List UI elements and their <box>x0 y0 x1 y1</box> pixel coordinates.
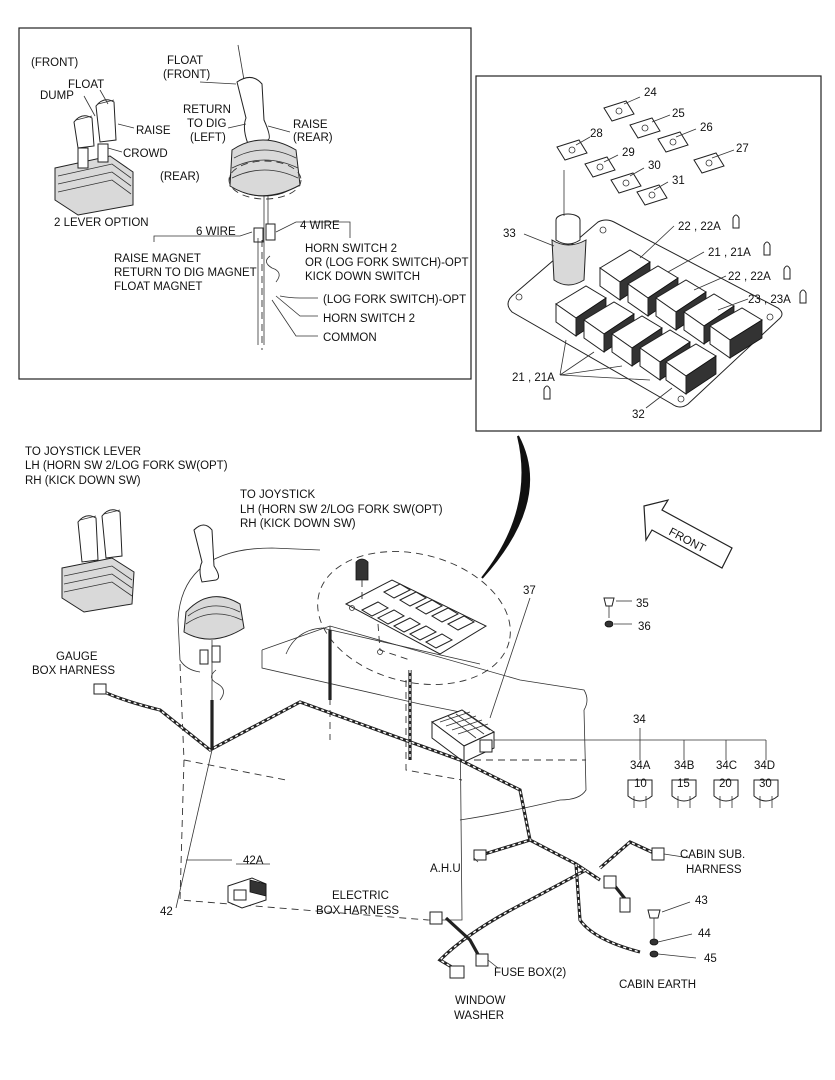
two-lever-drawing <box>54 99 134 216</box>
dump-label: DUMP <box>40 90 74 102</box>
label-29: 29 <box>622 147 635 159</box>
to-joystick-label-3: RH (KICK DOWN SW) <box>240 518 356 530</box>
label-34d: 34D <box>754 760 775 772</box>
label-31: 31 <box>672 175 685 187</box>
label-36: 36 <box>638 621 651 633</box>
label-37: 37 <box>523 585 536 597</box>
front-label: (FRONT) <box>31 57 78 69</box>
raise-label: RAISE <box>136 125 171 137</box>
main-switch-panel <box>344 558 488 661</box>
cabin-earth-hardware <box>647 901 697 959</box>
cabin-sub-harness-label-2: HARNESS <box>686 864 742 876</box>
label-26: 26 <box>700 122 713 134</box>
bulb-icons <box>543 214 807 400</box>
horn-switch-2-or-log-fork-2: OR (LOG FORK SWITCH)-OPT <box>305 257 469 269</box>
label-25: 25 <box>672 108 685 120</box>
window-washer-label-2: WASHER <box>454 1010 504 1022</box>
fuse-rating-34b: 15 <box>677 778 690 790</box>
rocker-switch-grid <box>555 249 763 395</box>
screw-35-washer-36 <box>603 597 632 628</box>
front-arrow: FRONT <box>643 499 733 569</box>
main-assembly <box>61 509 779 979</box>
two-lever-joystick <box>61 509 135 613</box>
horn-switch-2-label: HORN SWITCH 2 <box>323 313 415 325</box>
label-42: 42 <box>160 906 173 918</box>
two-lever-option-label: 2 LEVER OPTION <box>54 217 149 229</box>
return-dig-label-2: TO DIG <box>187 118 226 130</box>
label-28: 28 <box>590 128 603 140</box>
electric-box-harness-label-1: ELECTRIC <box>332 890 389 902</box>
cabin-earth-label: CABIN EARTH <box>619 979 696 991</box>
raise-rear-label-2: (REAR) <box>293 132 333 144</box>
label-21-21a-top: 21 , 21A <box>708 247 751 259</box>
rotary-switch-33 <box>551 170 587 286</box>
label-34a: 34A <box>630 760 651 772</box>
to-joystick-lever-label-3: RH (KICK DOWN SW) <box>25 475 141 487</box>
to-joystick-lever-label-1: TO JOYSTICK LEVER <box>25 446 141 458</box>
label-35: 35 <box>636 598 649 610</box>
connector-42a <box>227 863 270 909</box>
horn-switch-2-or-log-fork-1: HORN SWITCH 2 <box>305 243 397 255</box>
fuse-group-34 <box>494 728 779 808</box>
crowd-label: CROWD <box>123 148 168 160</box>
label-34c: 34C <box>716 760 737 772</box>
window-washer-label-1: WINDOW <box>455 995 506 1007</box>
electric-box-harness-label-2: BOX HARNESS <box>316 905 399 917</box>
switch-panel-inset: 24 25 26 27 28 29 30 31 33 22 , 22A 21 ,… <box>475 75 822 432</box>
float-front-label-1: FLOAT <box>167 55 203 67</box>
ahu-label: A.H.U <box>430 863 461 875</box>
rear-label: (REAR) <box>160 171 200 183</box>
gauge-box-harness-label-2: BOX HARNESS <box>32 665 115 677</box>
label-32: 32 <box>632 409 645 421</box>
joystick-inset-panel: (FRONT) FLOAT DUMP RAISE CROWD (REAR) 2 … <box>18 27 472 380</box>
switch-caps <box>556 100 725 206</box>
to-joystick-label-1: TO JOYSTICK <box>240 489 316 501</box>
label-34: 34 <box>633 714 646 726</box>
label-27: 27 <box>736 143 749 155</box>
fuse-box-2-label: FUSE BOX(2) <box>494 967 566 979</box>
detail-callout-arrow <box>481 435 531 579</box>
fuse-rating-34d: 30 <box>759 778 772 790</box>
label-24: 24 <box>644 87 657 99</box>
kick-down-switch-label: KICK DOWN SWITCH <box>305 271 420 283</box>
common-label: COMMON <box>323 332 377 344</box>
to-joystick-lever-label-2: LH (HORN SW 2/LOG FORK SW(OPT) <box>25 460 228 472</box>
float-front-label-2: (FRONT) <box>163 69 210 81</box>
label-30: 30 <box>648 160 661 172</box>
raise-rear-label-1: RAISE <box>293 119 328 131</box>
to-joystick-label-2: LH (HORN SW 2/LOG FORK SW(OPT) <box>240 504 443 516</box>
float-magnet-label: FLOAT MAGNET <box>114 281 202 293</box>
label-23-23a: 23 , 23A <box>748 294 791 306</box>
label-44: 44 <box>698 928 711 940</box>
label-21-21a-bottom: 21 , 21A <box>512 372 555 384</box>
gauge-box-harness-label-1: GAUGE <box>56 651 98 663</box>
label-33: 33 <box>503 228 516 240</box>
return-dig-label-1: RETURN <box>183 104 231 116</box>
return-dig-label-3: (LEFT) <box>190 132 226 144</box>
fuse-rating-34c: 20 <box>719 778 732 790</box>
six-wire-label: 6 WIRE <box>196 226 236 238</box>
cabin-sub-harness-label-1: CABIN SUB. <box>680 849 745 861</box>
joystick-drawing <box>228 44 302 350</box>
connectors <box>93 683 665 979</box>
float-label: FLOAT <box>68 79 104 91</box>
fuse-rating-34a: 10 <box>634 778 647 790</box>
label-22-22a-mid: 22 , 22A <box>728 271 771 283</box>
label-45: 45 <box>704 953 717 965</box>
log-fork-switch-label: (LOG FORK SWITCH)-OPT <box>323 294 466 306</box>
label-34b: 34B <box>674 760 695 772</box>
four-wire-label: 4 WIRE <box>300 220 340 232</box>
return-magnet-label: RETURN TO DIG MAGNET <box>114 267 257 279</box>
main-harness <box>99 630 657 974</box>
main-joystick <box>183 524 245 750</box>
raise-magnet-label: RAISE MAGNET <box>114 253 201 265</box>
label-22-22a-top: 22 , 22A <box>678 221 721 233</box>
label-43: 43 <box>695 895 708 907</box>
label-42a: 42A <box>243 855 264 867</box>
